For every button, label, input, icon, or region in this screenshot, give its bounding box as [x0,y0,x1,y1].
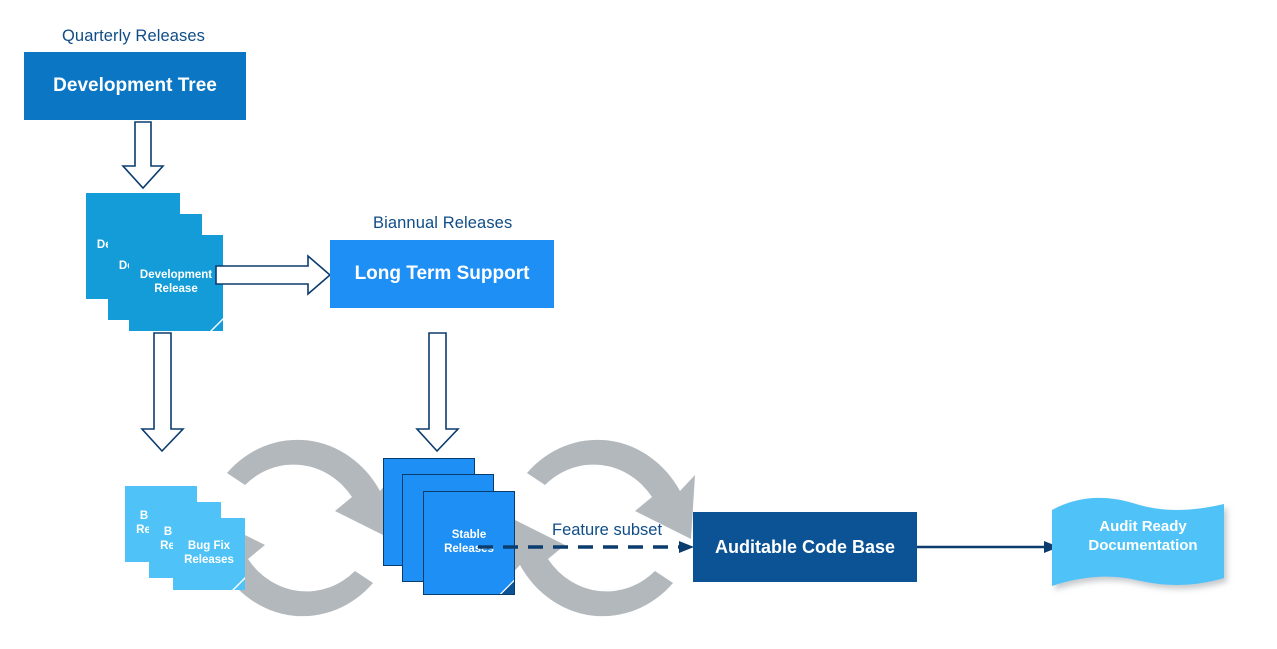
page-fold-icon [498,578,514,594]
card-stack-development-release: Development Development DevelopmentRelea… [86,193,226,333]
arrow-stable-releases-to-auditable-code-base [478,537,698,557]
wavy-document-shape [1052,497,1224,586]
edge-label-feature-subset: Feature subset [552,521,663,539]
arrow-development-release-to-long-term-support [215,254,332,296]
arrow-auditable-code-base-to-audit-ready-documentation [917,537,1063,557]
node-long-term-support[interactable]: Long Term Support [330,240,554,308]
page-fold-icon [229,574,245,590]
caption-biannual-releases: Biannual Releases [373,214,513,232]
caption-quarterly-releases: Quarterly Releases [62,27,206,45]
arrow-development-release-to-bug-fix-cycle [138,332,188,453]
cycle-bug-fix-releases [190,413,410,643]
arrow-long-term-support-to-stable-cycle [413,332,463,453]
node-auditable-code-base[interactable]: Auditable Code Base [693,512,917,582]
cycle-stable-releases [490,413,710,643]
page-fold-icon [207,315,223,331]
node-development-tree[interactable]: Development Tree [24,52,246,120]
arrow-dev-tree-to-development-release [118,121,168,190]
